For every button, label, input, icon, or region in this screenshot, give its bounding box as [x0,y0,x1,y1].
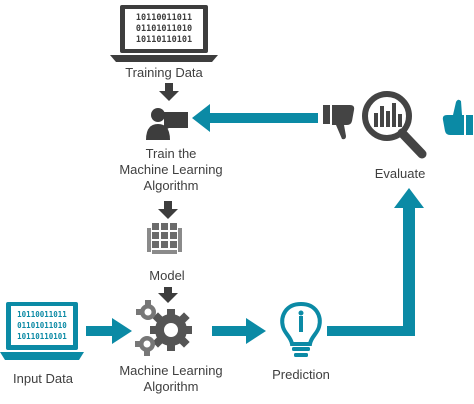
training-data-laptop-icon: 10110011011 01101011010 10110110101 [110,5,218,62]
train-label-line-1: Train the [145,146,197,161]
arrow-data-to-train [159,83,179,101]
algorithm-label: Machine Learning Algorithm [96,363,246,395]
training-binary-line-3: 10110110101 [136,35,192,45]
arrow-train-to-model [158,201,178,219]
input-binary-line-2: 01101011010 [17,321,67,330]
arrow-input-to-algorithm [86,318,132,344]
input-data-label: Input Data [13,371,73,386]
arrow-evaluate-to-train [192,104,318,132]
thumbs-up-icon [442,99,473,135]
train-label: Train the Machine Learning Algorithm [96,146,246,194]
thumbs-down-icon [323,105,355,140]
training-binary-line-2: 01101011010 [136,24,192,34]
algorithm-label-line-2: Algorithm [143,379,199,394]
training-data-label: Training Data [125,65,203,80]
train-label-line-2: Machine Learning [119,162,223,177]
lightbulb-icon [280,301,322,357]
evaluate-label: Evaluate [374,166,426,181]
magnifier-chart-icon [362,91,427,159]
input-binary-line-3: 10110110101 [17,332,67,341]
cube-grid-icon [147,223,182,254]
train-label-line-3: Algorithm [143,178,199,193]
arrow-algorithm-to-prediction [212,318,266,344]
algorithm-label-line-1: Machine Learning [119,363,223,378]
model-label: Model [149,268,185,283]
input-binary-line-1: 10110011011 [17,310,67,319]
arrow-prediction-to-evaluate [327,188,424,336]
training-binary-line-1: 10110011011 [136,13,192,23]
arrow-model-to-algorithm [158,287,178,303]
prediction-label: Prediction [272,367,330,382]
person-presenting-icon [146,108,188,140]
gears-icon [135,300,192,356]
input-data-laptop-icon: 10110011011 01101011010 10110110101 [0,302,84,360]
